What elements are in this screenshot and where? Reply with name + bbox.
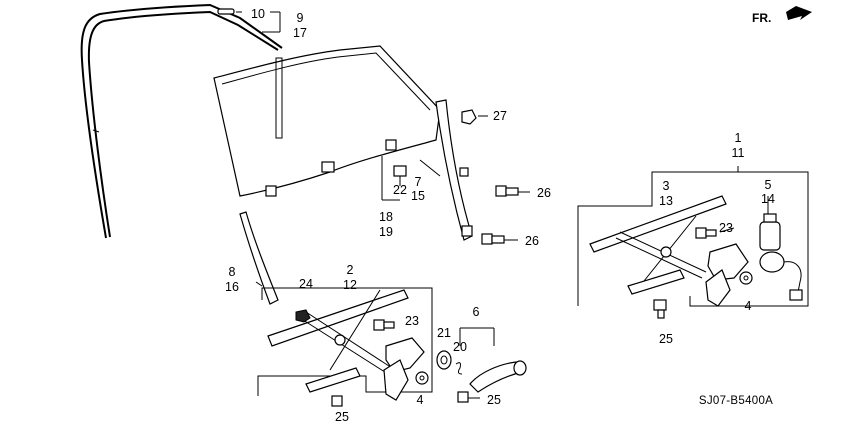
front-direction-arrow-icon: [786, 6, 812, 20]
label-23-right: 23: [719, 221, 733, 235]
label-25-right: 25: [659, 332, 673, 346]
motor-5: [759, 213, 803, 301]
label-26-upper: 26: [537, 186, 551, 200]
bolt-22: [393, 165, 407, 182]
window-handle-6: [459, 327, 527, 393]
label-25-left-b: 25: [487, 393, 501, 407]
rear-channel: [435, 99, 473, 241]
label-2: 2: [347, 263, 354, 277]
bolt-26-upper: [495, 185, 519, 197]
regulator-power: [577, 171, 809, 307]
bolt-27: [461, 109, 477, 125]
label-4-right: 4: [745, 299, 752, 313]
callout-labels: 10 9 17 27 7 15 22 18 19 26 26 8 16 2 12…: [225, 7, 775, 424]
bolt-26-lower: [481, 233, 505, 245]
label-16: 16: [225, 280, 239, 294]
label-25-left-a: 25: [335, 410, 349, 424]
label-18: 18: [379, 210, 393, 224]
bolt-25-left-b: [457, 391, 469, 403]
label-27: 27: [493, 109, 507, 123]
label-8: 8: [229, 265, 236, 279]
bolt-25-left-a: [331, 395, 343, 407]
regulator-manual: [257, 287, 433, 401]
label-1: 1: [735, 131, 742, 145]
part-10-clip: [217, 8, 235, 15]
bolt-24: [295, 309, 311, 323]
label-4-left: 4: [417, 393, 424, 407]
label-10: 10: [251, 7, 265, 21]
label-15: 15: [411, 189, 425, 203]
label-22: 22: [393, 183, 407, 197]
label-3: 3: [663, 179, 670, 193]
front-channel: [239, 211, 279, 305]
label-9: 9: [297, 11, 304, 25]
glass-run-channel: [80, 3, 283, 239]
clip-20: [455, 362, 463, 375]
label-6: 6: [473, 305, 480, 319]
bushing-4-right: [739, 271, 753, 285]
label-20: 20: [453, 340, 467, 354]
label-13: 13: [659, 194, 673, 208]
label-7: 7: [415, 175, 422, 189]
label-24: 24: [299, 277, 313, 291]
diagram-code: SJ07-B5400A: [699, 395, 773, 407]
bolt-25-right: [653, 299, 667, 319]
bolt-23-right: [695, 227, 717, 239]
direction-label: FR.: [752, 11, 771, 25]
label-23-left: 23: [405, 314, 419, 328]
bolt-23-left: [373, 319, 395, 331]
washer-21: [436, 350, 452, 370]
door-glass: [213, 45, 441, 197]
label-17: 17: [293, 26, 307, 40]
label-21: 21: [437, 326, 451, 340]
label-14: 14: [761, 192, 775, 206]
label-12: 12: [343, 278, 357, 292]
bushing-4-left: [415, 371, 429, 385]
label-11: 11: [732, 146, 745, 160]
label-26-lower: 26: [525, 234, 539, 248]
label-5: 5: [765, 178, 772, 192]
label-19: 19: [379, 225, 393, 239]
